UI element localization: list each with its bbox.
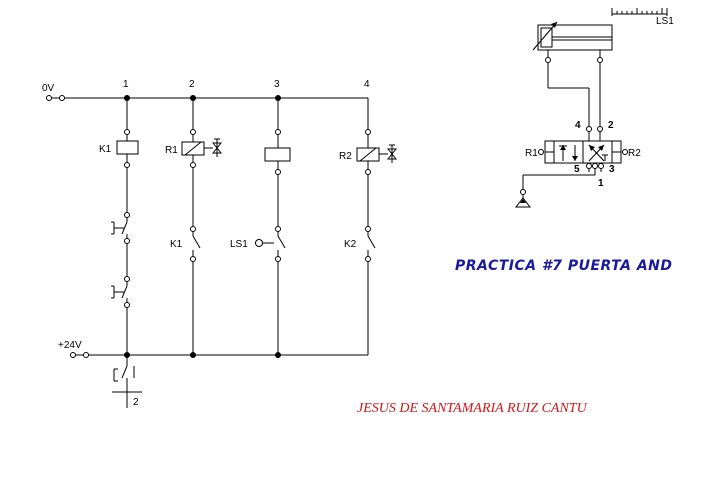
bottom-supply-rail: +24V: [58, 340, 368, 358]
solenoid-r1-label: R1: [165, 145, 178, 156]
directional-valve-5-2: [538, 126, 628, 175]
pneumatic-cylinder: [532, 21, 613, 51]
rung-number-4: 4: [364, 79, 370, 90]
bottom-supply-terminal-right: [83, 352, 89, 358]
no-contact-k2: [367, 231, 376, 256]
limit-switch-contact-ls1: [255, 231, 286, 256]
rung-number-1: 1: [123, 79, 129, 90]
top-supply-terminal-right: [59, 95, 65, 101]
practice-title: PRACTICA #7 PUERTA AND: [455, 258, 673, 274]
coil-k1: [116, 140, 139, 155]
bottom-ref-label: 2: [133, 397, 139, 408]
port-5-label: 5: [574, 164, 580, 175]
limit-switch-label: LS1: [656, 16, 674, 27]
top-supply-label: 0V: [42, 83, 55, 94]
position-scale: [611, 8, 668, 16]
contact-k1-label: K1: [170, 239, 183, 250]
contact-ls1-label: LS1: [230, 239, 248, 250]
port-3-label: 3: [609, 164, 615, 175]
pushbutton-contact-1: [111, 217, 128, 238]
valve-solenoid-left-label: R1: [525, 148, 538, 159]
bottom-contact-symbol: [112, 355, 142, 408]
port-2-label: 2: [608, 120, 614, 131]
pushbutton-contact-2: [111, 281, 128, 302]
rung-number-3: 3: [274, 79, 280, 90]
top-supply-rail: 0V: [42, 83, 368, 101]
bottom-supply-terminal-left: [70, 352, 76, 358]
pneumatic-diagram: LS1: [514, 8, 674, 208]
contact-k2-label: K2: [344, 239, 357, 250]
valve-icon: [211, 138, 223, 157]
port-1-label: 1: [598, 178, 604, 189]
author-title: JESUS DE SANTAMARIA RUIZ CANTU: [357, 401, 588, 416]
rung-3: LS1: [230, 98, 291, 355]
coil-k1-label: K1: [99, 144, 112, 155]
top-supply-terminal-left: [46, 95, 52, 101]
port-4-label: 4: [575, 120, 581, 131]
ladder-diagram: 0V +24V 1 2 3 4 K1: [42, 79, 398, 408]
rung-1: K1: [99, 98, 142, 408]
no-contact-k1: [192, 231, 201, 256]
rung-4: R2 K2: [339, 98, 398, 355]
bottom-supply-label: +24V: [58, 340, 82, 351]
rung-number-2: 2: [189, 79, 195, 90]
valve-solenoid-right-label: R2: [628, 148, 641, 159]
rung-2: R1 K1: [165, 98, 223, 355]
valve-icon: [386, 144, 398, 163]
coil-unlabeled: [264, 147, 291, 162]
pressure-source-icon: [514, 194, 532, 208]
solenoid-r2-label: R2: [339, 151, 352, 162]
